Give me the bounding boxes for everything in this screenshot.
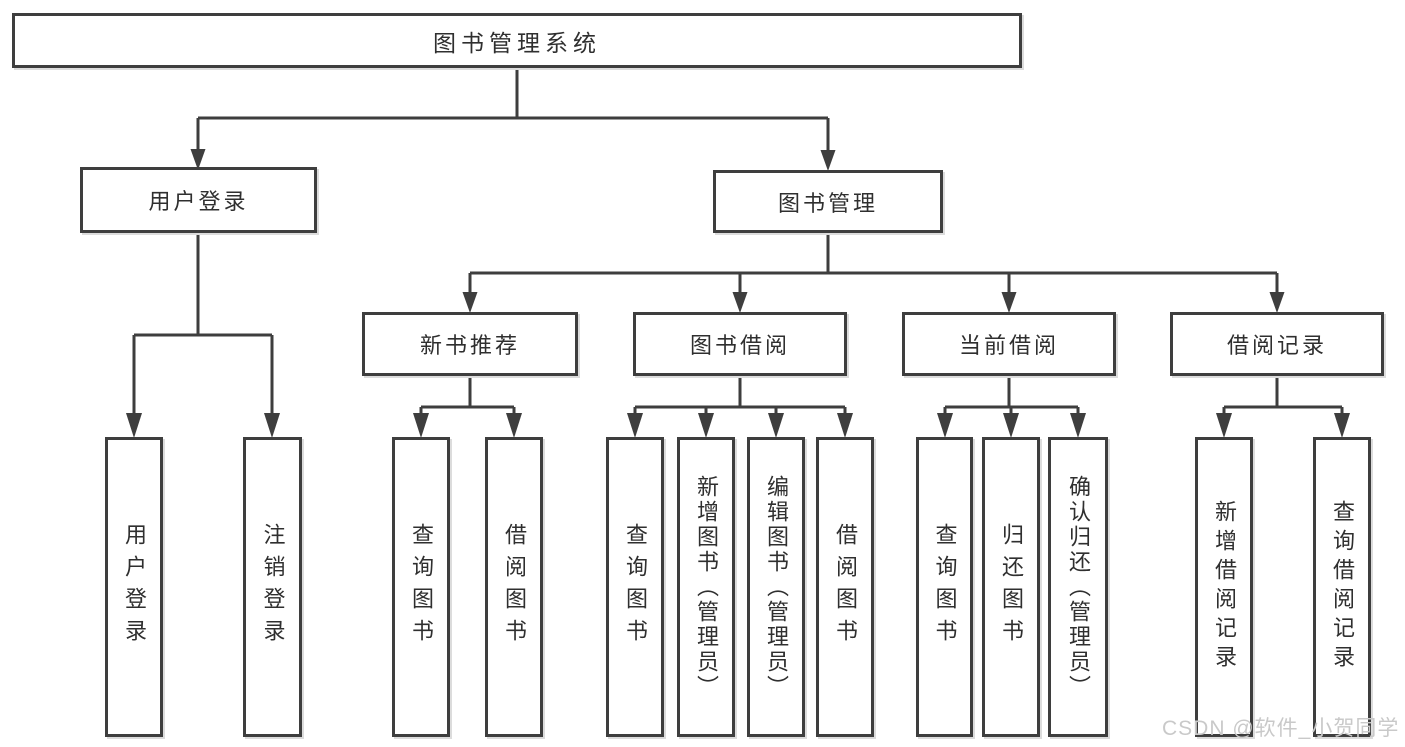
leaf-edit-books-admin: 编辑图书（管理员）: [747, 437, 805, 737]
leaf-logout-login: 注销登录: [243, 437, 302, 737]
node-user-login: 用户登录: [80, 167, 317, 233]
node-book-borrowing: 图书借阅: [633, 312, 847, 376]
leaf-confirm-return-admin: 确认归还（管理员）: [1048, 437, 1108, 737]
leaf-add-borrow-record: 新增借阅记录: [1195, 437, 1253, 737]
leaf-query-books-borrowing: 查询图书: [606, 437, 664, 737]
leaf-query-borrow-record: 查询借阅记录: [1313, 437, 1371, 737]
leaf-borrow-books-borrowing: 借阅图书: [816, 437, 874, 737]
leaf-return-books: 归还图书: [982, 437, 1040, 737]
node-book-management: 图书管理: [713, 170, 943, 233]
node-borrowing-records: 借阅记录: [1170, 312, 1384, 376]
leaf-query-books-recommend: 查询图书: [392, 437, 450, 737]
node-library-system-root: 图书管理系统: [12, 13, 1022, 68]
csdn-watermark: CSDN @软件_小贺同学: [1162, 717, 1400, 740]
node-new-book-recommendation: 新书推荐: [362, 312, 578, 376]
leaf-query-books-current: 查询图书: [916, 437, 973, 737]
leaf-borrow-books-recommend: 借阅图书: [485, 437, 543, 737]
leaf-user-login: 用户登录: [105, 437, 163, 737]
leaf-add-books-admin: 新增图书（管理员）: [677, 437, 735, 737]
node-current-borrowing: 当前借阅: [902, 312, 1116, 376]
